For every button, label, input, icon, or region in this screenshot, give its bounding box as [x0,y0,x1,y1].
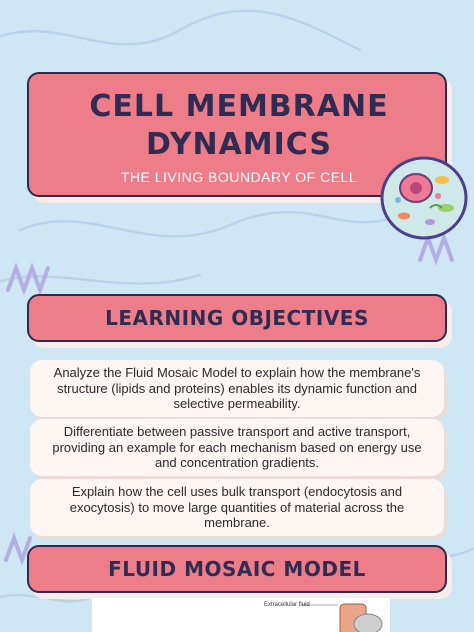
diagram-label-extracellular: Extracellular fluid [264,602,310,608]
page-subtitle: THE LIVING BOUNDARY OF CELL [120,169,358,185]
fluid-mosaic-banner: FLUID MOSAIC MODEL [27,545,447,593]
learning-objectives-heading: LEARNING OBJECTIVES [105,306,369,330]
page-title-line-2: DYNAMICS [146,127,332,162]
objective-card-1: Analyze the Fluid Mosaic Model to explai… [30,360,444,417]
objective-card-3: Explain how the cell uses bulk transport… [30,479,444,536]
cell-illustration-icon [380,156,468,240]
objective-text-2: Differentiate between passive transport … [52,424,422,470]
title-banner: CELL MEMBRANE DYNAMICS THE LIVING BOUNDA… [27,72,447,197]
learning-objectives-banner: LEARNING OBJECTIVES [27,294,447,342]
fluid-mosaic-diagram: Extracellular fluid [92,598,390,632]
page-title-line-1: CELL MEMBRANE [89,89,389,124]
objective-card-2: Differentiate between passive transport … [30,419,444,476]
objective-text-3: Explain how the cell uses bulk transport… [69,484,405,530]
objective-text-1: Analyze the Fluid Mosaic Model to explai… [53,365,421,411]
fluid-mosaic-heading: FLUID MOSAIC MODEL [108,557,366,581]
membrane-illustration [302,603,383,632]
